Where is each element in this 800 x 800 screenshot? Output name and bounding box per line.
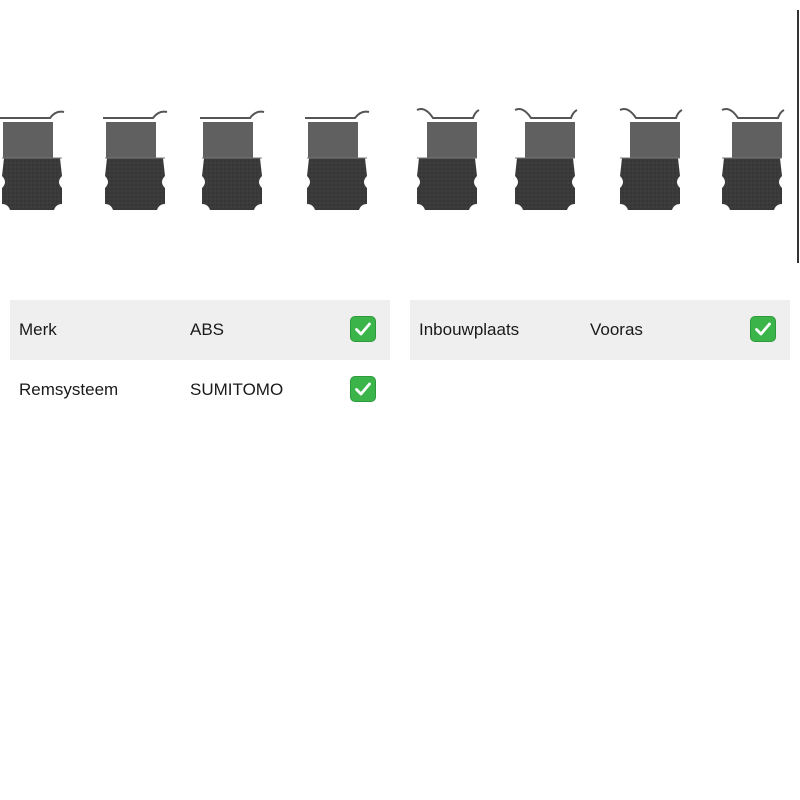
brake-clip-part — [416, 108, 480, 210]
spec-label-brake-system: Remsysteem — [19, 380, 119, 399]
product-image — [0, 0, 800, 265]
spec-value-mounting-position: Vooras — [590, 320, 643, 339]
brake-clip-part — [514, 108, 578, 210]
spec-value-brand: ABS — [190, 320, 225, 339]
brake-clip-part — [0, 110, 65, 210]
spec-row-brake-system: Remsysteem SUMITOMO — [10, 360, 390, 420]
spec-label-brand: Merk — [19, 320, 57, 339]
spec-value-brake-system: SUMITOMO — [190, 380, 284, 399]
brake-clip-part — [200, 110, 265, 210]
check-icon — [350, 376, 376, 402]
brake-clip-part — [305, 110, 370, 210]
brake-clip-part — [103, 110, 168, 210]
image-viewer-edge — [797, 10, 799, 263]
spec-row-brand: Merk ABS — [10, 300, 390, 360]
spec-label-mounting-position: Inbouwplaats — [419, 320, 520, 339]
check-icon — [750, 316, 776, 342]
spec-row-mounting-position: Inbouwplaats Vooras — [410, 300, 790, 360]
spec-panel-right: Inbouwplaats Vooras — [410, 300, 790, 360]
brake-clip-part — [721, 108, 785, 210]
brake-clip-part — [619, 108, 683, 210]
check-icon — [350, 316, 376, 342]
brake-clips-illustration — [0, 108, 785, 210]
spec-panel-left: Merk ABS Remsysteem SUMITOMO — [10, 300, 390, 420]
